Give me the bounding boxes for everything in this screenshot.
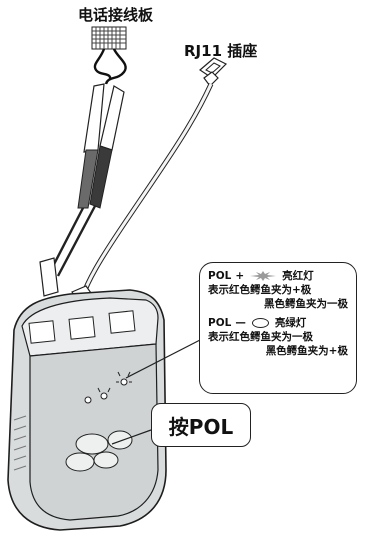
red-light-burst-icon bbox=[250, 271, 277, 281]
punch-down-panel-label: 电话接线板 bbox=[78, 6, 154, 24]
punch-down-panel-icon bbox=[91, 26, 127, 50]
line5: 表示红色鳄鱼夹为一极 bbox=[208, 331, 313, 343]
green-led-row: POL — 亮绿灯 bbox=[208, 316, 348, 330]
green-light-oval-icon bbox=[251, 318, 269, 328]
line2: 表示红色鳄鱼夹为+极 bbox=[208, 284, 312, 296]
pol-label: POL bbox=[208, 270, 232, 282]
pol-label-2: POL bbox=[208, 317, 232, 329]
tester-body bbox=[7, 289, 167, 531]
red-alligator-clip bbox=[56, 85, 125, 277]
line6: 黑色鳄鱼夹为+极 bbox=[265, 345, 348, 357]
press-pol-callout: 按POL bbox=[151, 403, 251, 447]
line3: 黑色鳄鱼夹为一极 bbox=[264, 298, 348, 310]
black-alligator-clip bbox=[48, 83, 105, 273]
pol-led-callout: POL + 亮红灯 表示红色鳄鱼夹为+极 黑色鳄鱼夹为一极 POL — 亮绿灯 … bbox=[199, 262, 357, 394]
green-light-text: 亮绿灯 bbox=[274, 317, 307, 329]
minus-symbol: — bbox=[235, 317, 246, 329]
rj11-jack-label: RJ11 插座 bbox=[184, 42, 258, 60]
red-light-text: 亮红灯 bbox=[282, 270, 314, 282]
plus-symbol: + bbox=[235, 270, 245, 282]
red-led-row: POL + 亮红灯 bbox=[208, 269, 348, 283]
